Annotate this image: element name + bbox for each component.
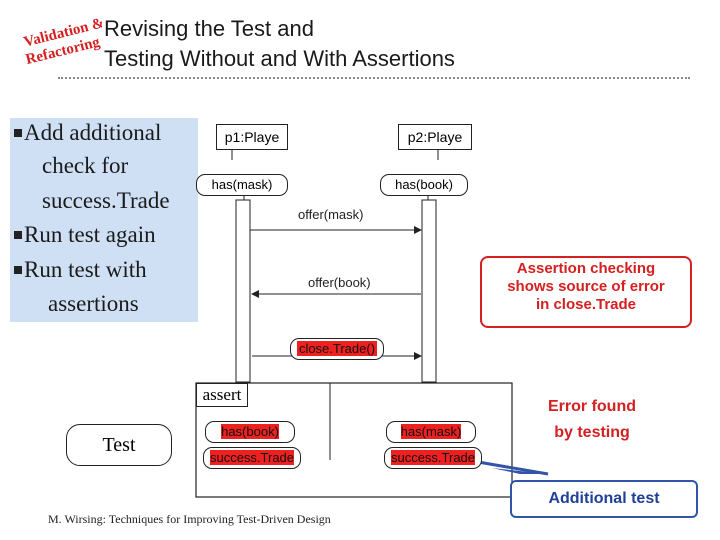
bullet-text: assertions — [48, 291, 139, 316]
callout-line: in close.Trade — [535, 296, 637, 313]
p2-activation-bar — [421, 199, 437, 383]
assert-left-has-book: has(book) — [205, 421, 295, 443]
assert-right-has-mask-label: has(mask) — [400, 424, 462, 439]
assert-right-has-mask: has(mask) — [386, 421, 476, 443]
bullet-item: Run test with — [14, 255, 147, 285]
error-found-line: by testing — [554, 424, 630, 441]
p1-activation-bar — [235, 199, 251, 383]
assert-left-success-label: success.Trade — [209, 450, 295, 465]
bullet-marker-icon — [14, 265, 22, 274]
close-trade-label: close.Trade() — [296, 341, 378, 356]
offer-book-label: offer(book) — [308, 275, 371, 290]
title-divider — [58, 77, 690, 79]
assert-frame — [195, 382, 513, 498]
bullet-text: Run test with — [24, 257, 147, 282]
assertion-checking-callout: Assertion checking shows source of error… — [480, 256, 692, 328]
bullet-item: check for — [42, 151, 128, 181]
error-found-note: Error found by testing — [532, 394, 652, 446]
p2-player-object: p2:Playe — [398, 124, 472, 150]
error-found-line: Error found — [548, 398, 636, 415]
offer-mask-label: offer(mask) — [298, 207, 364, 222]
logo-graphic: Validation & Refactoring — [22, 15, 106, 68]
assert-right-success-label: success.Trade — [390, 450, 476, 465]
bullet-item: success.Trade — [42, 186, 170, 216]
assert-left-success-trade: success.Trade — [203, 447, 301, 469]
assert-label: assert — [196, 383, 248, 407]
assert-right-success-trade: success.Trade — [384, 447, 482, 469]
bullet-text: success.Trade — [42, 188, 170, 213]
bullet-panel: Add additional check for success.Trade R… — [10, 118, 198, 322]
bullet-marker-icon — [14, 230, 22, 239]
p1-player-object: p1:Playe — [216, 124, 288, 150]
close-trade-message: close.Trade() — [290, 338, 384, 360]
bullet-text: check for — [42, 153, 129, 178]
bullet-item: assertions — [48, 289, 139, 319]
callout-line: Assertion checking — [516, 260, 656, 277]
validation-refactoring-logo: Validation & Refactoring — [20, 15, 106, 68]
slide-title-line-2: Testing Without and With Assertions — [104, 46, 455, 71]
has-mask-message: has(mask) — [196, 174, 288, 196]
bullet-text: Add additional — [24, 120, 162, 145]
footer-citation: M. Wirsing: Techniques for Improving Tes… — [48, 512, 331, 526]
bullet-item: Add additional — [14, 118, 161, 148]
bullet-item: Run test again — [14, 220, 156, 250]
additional-test-callout: Additional test — [510, 480, 698, 518]
has-book-message: has(book) — [380, 174, 468, 196]
assert-left-has-book-label: has(book) — [221, 424, 279, 439]
slide-title-line-1: Revising the Test and — [104, 16, 314, 41]
callout-line: shows source of error — [507, 278, 665, 295]
bullet-marker-icon — [14, 128, 22, 137]
test-object: Test — [66, 424, 172, 466]
bullet-text: Run test again — [24, 222, 156, 247]
